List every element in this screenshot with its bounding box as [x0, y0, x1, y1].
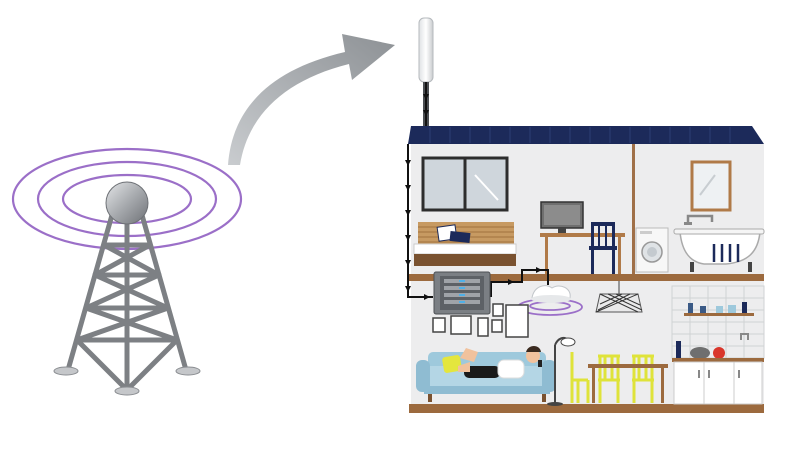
tower-lattice: [65, 212, 189, 393]
kitchen-shelf: [684, 313, 754, 316]
bath-faucet: [686, 214, 714, 222]
house-icon: [405, 17, 765, 413]
bathroom: [635, 160, 765, 273]
pendant-lamp: [595, 281, 643, 313]
interior-wall: [632, 144, 635, 274]
kitchen-counter: [672, 358, 764, 362]
desk: [540, 233, 625, 237]
kettle: [713, 347, 725, 359]
desk-chair: [589, 222, 617, 274]
dining-table: [588, 364, 668, 368]
ground-floor: [409, 404, 764, 413]
cell-tower-icon: [11, 147, 243, 396]
cooking-pot: [690, 347, 710, 359]
cable-arrows: [405, 94, 542, 300]
bathtub: [679, 231, 761, 265]
kitchen: [671, 285, 765, 405]
middle-floor: [409, 274, 764, 281]
person-on-phone: [458, 346, 542, 379]
dining-set: [570, 352, 668, 403]
signal-booster-icon: [433, 271, 491, 315]
wall-frames: [432, 303, 529, 338]
roof: [408, 126, 764, 144]
bedroom: [413, 156, 517, 266]
kitchen-cabinets: [673, 361, 763, 405]
dining-chair: [570, 352, 590, 403]
signal-flow-arrow: [228, 34, 395, 165]
floor-lamp: [547, 336, 576, 406]
tower-dome: [105, 181, 149, 225]
indoor-antenna-icon: [517, 285, 583, 316]
tower-feet: [53, 366, 201, 396]
desk-area: [540, 201, 625, 274]
bed-mattress: [413, 243, 517, 255]
bathroom-mirror: [690, 160, 732, 212]
